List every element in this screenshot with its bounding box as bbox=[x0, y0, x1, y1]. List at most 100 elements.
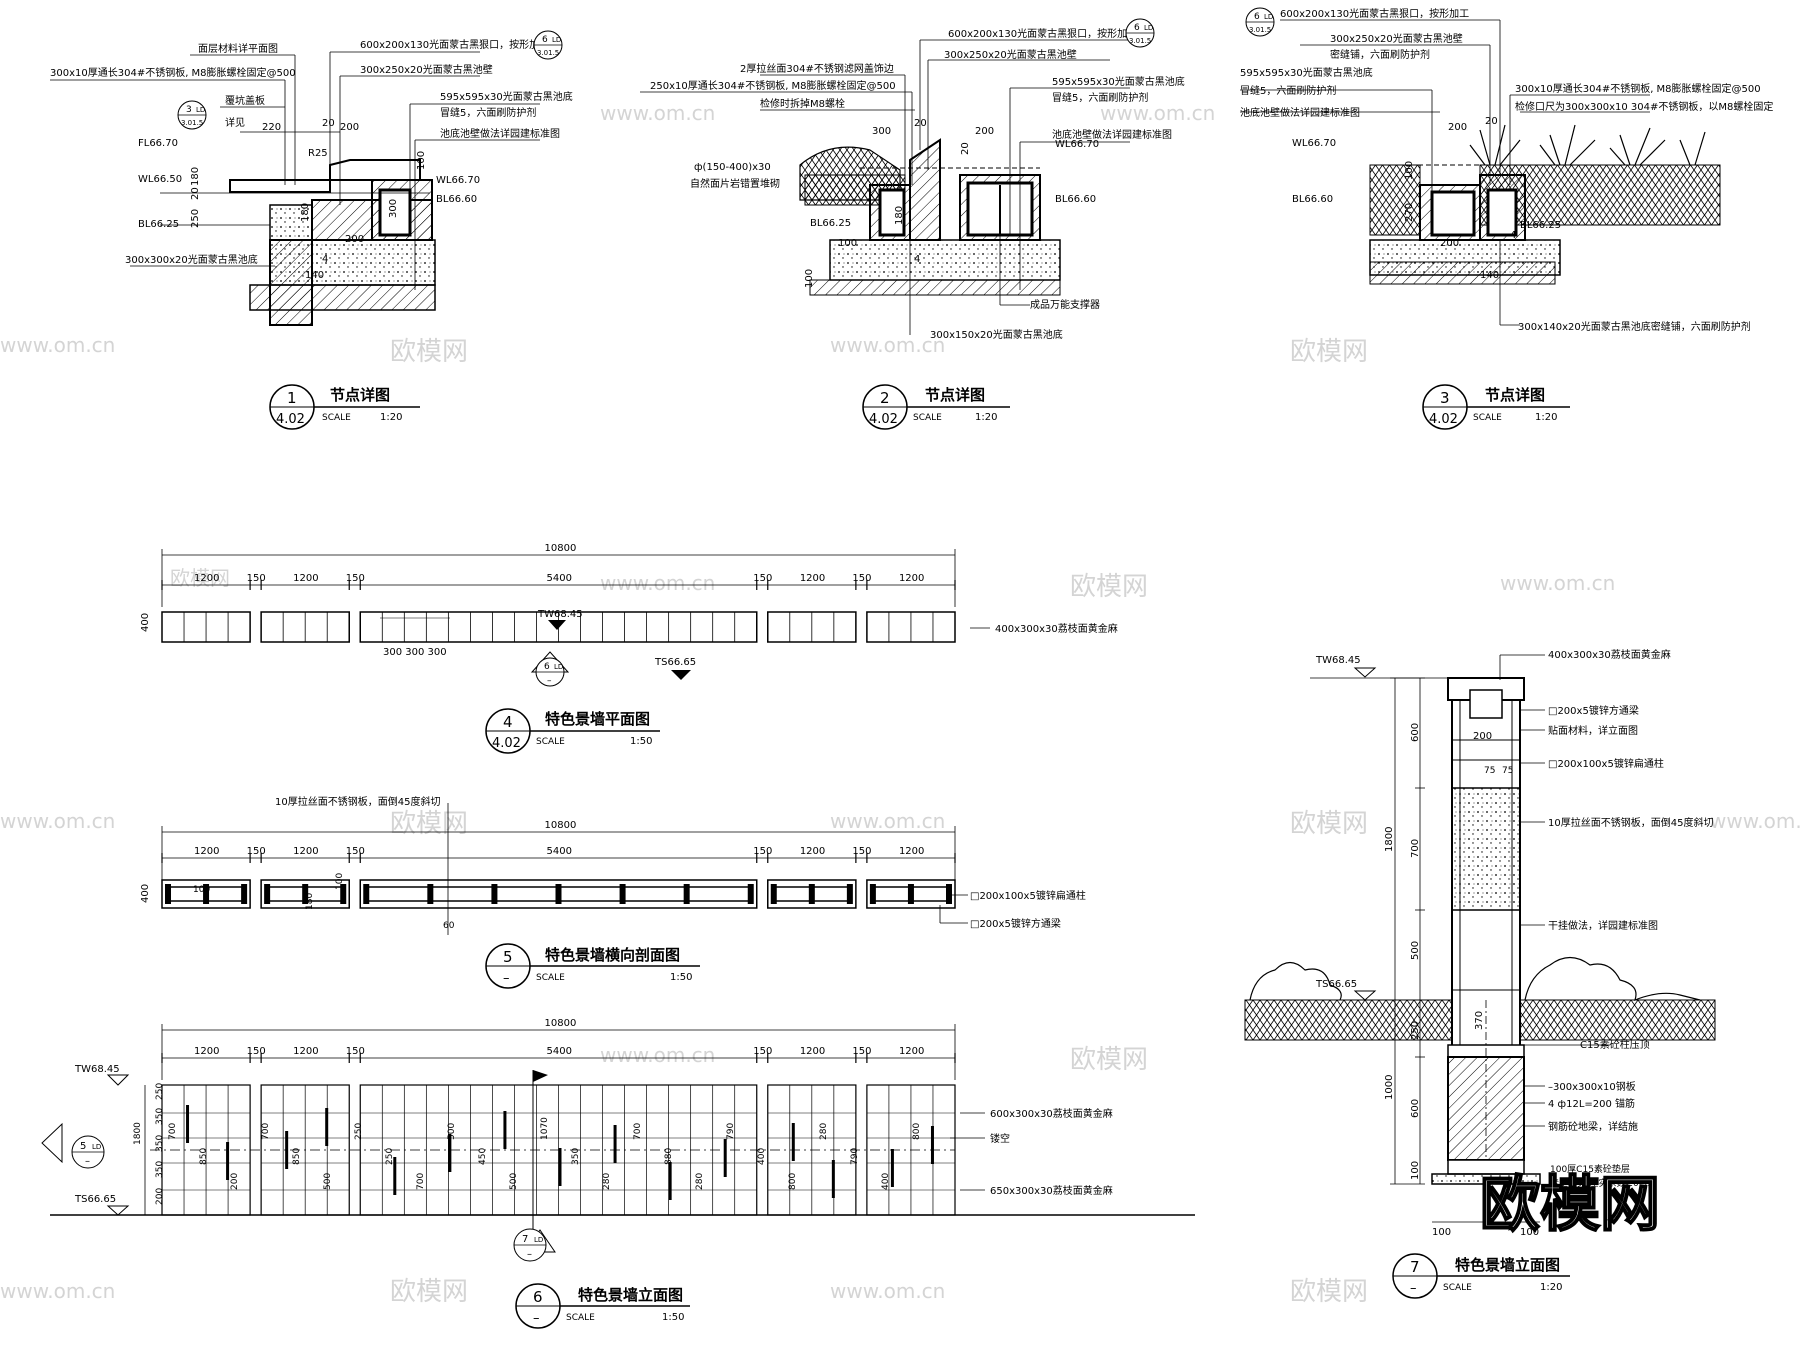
svg-text:2: 2 bbox=[880, 389, 890, 407]
svg-text:3.01.5: 3.01.5 bbox=[1249, 26, 1271, 34]
svg-text:R25: R25 bbox=[308, 148, 328, 159]
svg-text:SCALE: SCALE bbox=[913, 413, 942, 423]
d3-note: 池底池壁做法详园建标准图 bbox=[1240, 106, 1360, 119]
inner-dim: 100 bbox=[335, 873, 345, 890]
inner-dim: 350 bbox=[571, 1148, 581, 1165]
section-post bbox=[203, 884, 210, 904]
watermark-brand: 欧模网 bbox=[1070, 1045, 1148, 1075]
d1-note: 600x200x130光面蒙古黑狠口，按形加工 bbox=[360, 38, 549, 51]
section-post bbox=[846, 884, 853, 904]
svg-text:3.01.5: 3.01.5 bbox=[181, 119, 203, 127]
dim-segment: 150 bbox=[852, 846, 871, 857]
dim-segment: 1200 bbox=[899, 846, 924, 857]
stainless-panel bbox=[1451, 787, 1521, 911]
svg-text:–: – bbox=[533, 1311, 540, 1326]
svg-text:–: – bbox=[503, 971, 510, 986]
inner-dim: 500 bbox=[323, 1173, 333, 1190]
d1-note: 300x10厚通长304#不锈钢板, M8膨胀螺栓固定@500 bbox=[50, 66, 296, 79]
d1-note: 详见 bbox=[225, 116, 245, 129]
left-dim: 350 bbox=[155, 1108, 165, 1125]
section-post bbox=[770, 884, 777, 904]
section-post bbox=[302, 884, 309, 904]
detail-2: 600x200x130光面蒙古黑狠口，按形加工 300x250x20光面蒙古黑池… bbox=[640, 18, 1185, 430]
svg-text:LD: LD bbox=[196, 106, 205, 114]
d7-note: 100厚C15素砼垫层 bbox=[1550, 1163, 1630, 1175]
section-post bbox=[747, 884, 754, 904]
svg-text:300: 300 bbox=[388, 199, 399, 218]
svg-text:1:20: 1:20 bbox=[380, 412, 402, 423]
svg-text:–: – bbox=[527, 1249, 532, 1260]
left-dim: 250 bbox=[155, 1083, 165, 1100]
d3-note: 300x140x20光面蒙古黑池底密缝铺，六面刷防护剂 bbox=[1518, 320, 1751, 333]
svg-text:250: 250 bbox=[190, 209, 201, 228]
dim-segment: 1200 bbox=[800, 1046, 825, 1057]
callout-5-LD: 5 LD – bbox=[41, 1122, 105, 1169]
svg-text:370: 370 bbox=[1474, 1011, 1485, 1030]
dim-segment: 1200 bbox=[293, 846, 318, 857]
section-post bbox=[946, 884, 952, 904]
dim-segment: 1200 bbox=[293, 573, 318, 584]
slot-mark bbox=[503, 1111, 507, 1149]
svg-text:140: 140 bbox=[1480, 270, 1499, 281]
gutter bbox=[378, 188, 412, 237]
d6-note: 650x300x30荔枝面黄金麻 bbox=[990, 1184, 1113, 1197]
svg-text:SCALE: SCALE bbox=[1443, 1283, 1472, 1293]
inner-dim: 400 bbox=[757, 1148, 767, 1165]
left-dim: 350 bbox=[155, 1161, 165, 1178]
dim-segment: 1200 bbox=[293, 1046, 318, 1057]
watermark-site: www.om.cn bbox=[1500, 571, 1615, 595]
base-slab bbox=[269, 239, 436, 286]
dim-segment: 150 bbox=[753, 573, 772, 584]
svg-text:5: 5 bbox=[80, 1141, 86, 1152]
svg-text:4: 4 bbox=[503, 713, 513, 731]
svg-text:SCALE: SCALE bbox=[322, 413, 351, 423]
watermark-site: www.om.cn bbox=[0, 809, 115, 833]
svg-text:3.01.5: 3.01.5 bbox=[1129, 37, 1151, 45]
svg-text:特色景墙横向剖面图: 特色景墙横向剖面图 bbox=[545, 946, 680, 964]
level: BL66.25 bbox=[138, 219, 179, 230]
svg-text:1:20: 1:20 bbox=[975, 412, 997, 423]
grass-plants bbox=[1469, 124, 1706, 166]
svg-text:节点详图: 节点详图 bbox=[1485, 386, 1545, 404]
d6-note: 镂空 bbox=[990, 1132, 1010, 1145]
svg-text:100: 100 bbox=[838, 238, 857, 249]
inner-dim: 790 bbox=[726, 1123, 736, 1140]
slot-mark bbox=[791, 1123, 795, 1161]
dim-segment: 150 bbox=[346, 1046, 365, 1057]
d4-note: 400x300x30荔枝面黄金麻 bbox=[995, 622, 1118, 635]
slot-mark bbox=[558, 1148, 562, 1186]
svg-text:200: 200 bbox=[1473, 731, 1492, 742]
svg-text:SCALE: SCALE bbox=[1473, 413, 1502, 423]
svg-text:700: 700 bbox=[1410, 839, 1421, 858]
svg-text:300: 300 bbox=[872, 126, 891, 137]
detail-3-title: 3 4.02 节点详图 SCALE 1:20 bbox=[1422, 384, 1570, 430]
svg-text:180: 180 bbox=[894, 206, 905, 225]
level: FL66.70 bbox=[138, 138, 178, 149]
detail-6-title: 6 – 特色景墙立面图 SCALE 1:50 bbox=[515, 1283, 690, 1329]
svg-text:200: 200 bbox=[1448, 122, 1467, 133]
svg-text:20: 20 bbox=[322, 118, 335, 129]
section-post bbox=[241, 884, 248, 904]
sub-dim: 300 300 300 bbox=[383, 647, 447, 658]
watermark-site: www.om.cn bbox=[1100, 101, 1215, 125]
section-post bbox=[363, 884, 370, 904]
base-cushion bbox=[1369, 261, 1556, 285]
d1-note: 覆坑盖板 bbox=[225, 94, 265, 107]
callout-6-LD: 6 LD – bbox=[530, 651, 570, 687]
watermark-site: www.om.cn bbox=[1710, 809, 1800, 833]
dim-segment: 150 bbox=[247, 1046, 266, 1057]
svg-text:节点详图: 节点详图 bbox=[925, 386, 985, 404]
svg-text:180: 180 bbox=[190, 167, 201, 186]
slot-mark bbox=[325, 1108, 329, 1146]
svg-text:1: 1 bbox=[287, 389, 297, 407]
watermark-site: www.om.cn bbox=[0, 1279, 115, 1303]
svg-text:4.02: 4.02 bbox=[492, 736, 521, 751]
dim-segment: 1200 bbox=[194, 846, 219, 857]
d7-note: 素土夯实(压实系数≥0.93) bbox=[1550, 1177, 1657, 1189]
pool-wall-center bbox=[909, 138, 941, 241]
watermark-site: www.om.cn bbox=[600, 1043, 715, 1067]
